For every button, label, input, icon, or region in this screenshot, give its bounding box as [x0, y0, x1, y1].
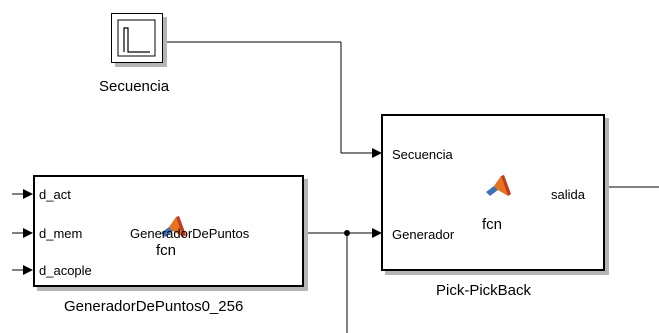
- arrowhead-generador: [372, 228, 382, 238]
- arrowhead-d-mem: [23, 228, 33, 238]
- input-port-d-acople: d_acople: [39, 263, 92, 278]
- generador-caption: GeneradorDePuntos0_256: [64, 298, 244, 315]
- input-port-d-mem: d_mem: [39, 226, 83, 241]
- secuencia-caption: Secuencia: [99, 78, 170, 95]
- arrowhead-d-act: [23, 189, 33, 199]
- output-port-salida: salida: [551, 187, 585, 202]
- function-name: fcn: [156, 242, 177, 259]
- arrowhead-d-acople: [23, 265, 33, 275]
- secuencia-block[interactable]: [111, 13, 163, 63]
- input-port-generador: Generador: [392, 227, 455, 242]
- function-name: fcn: [482, 216, 503, 233]
- matlab-logo-icon: [486, 175, 511, 196]
- input-port-d-act: d_act: [39, 187, 71, 202]
- branch-point: [344, 230, 350, 236]
- pick-pickback-block[interactable]: Secuencia Generador salida fcn: [381, 114, 605, 271]
- input-port-secuencia: Secuencia: [392, 147, 453, 162]
- matlab-logo-icon: [161, 216, 186, 237]
- arrowhead-secuencia: [372, 148, 382, 158]
- step-signal-icon: [117, 19, 156, 57]
- output-port-generadordepuntos: GeneradorDePuntos: [130, 226, 250, 241]
- pick-pickback-caption: Pick-PickBack: [436, 282, 532, 299]
- generador-block[interactable]: d_act d_mem d_acople GeneradorDePuntos f…: [33, 175, 304, 287]
